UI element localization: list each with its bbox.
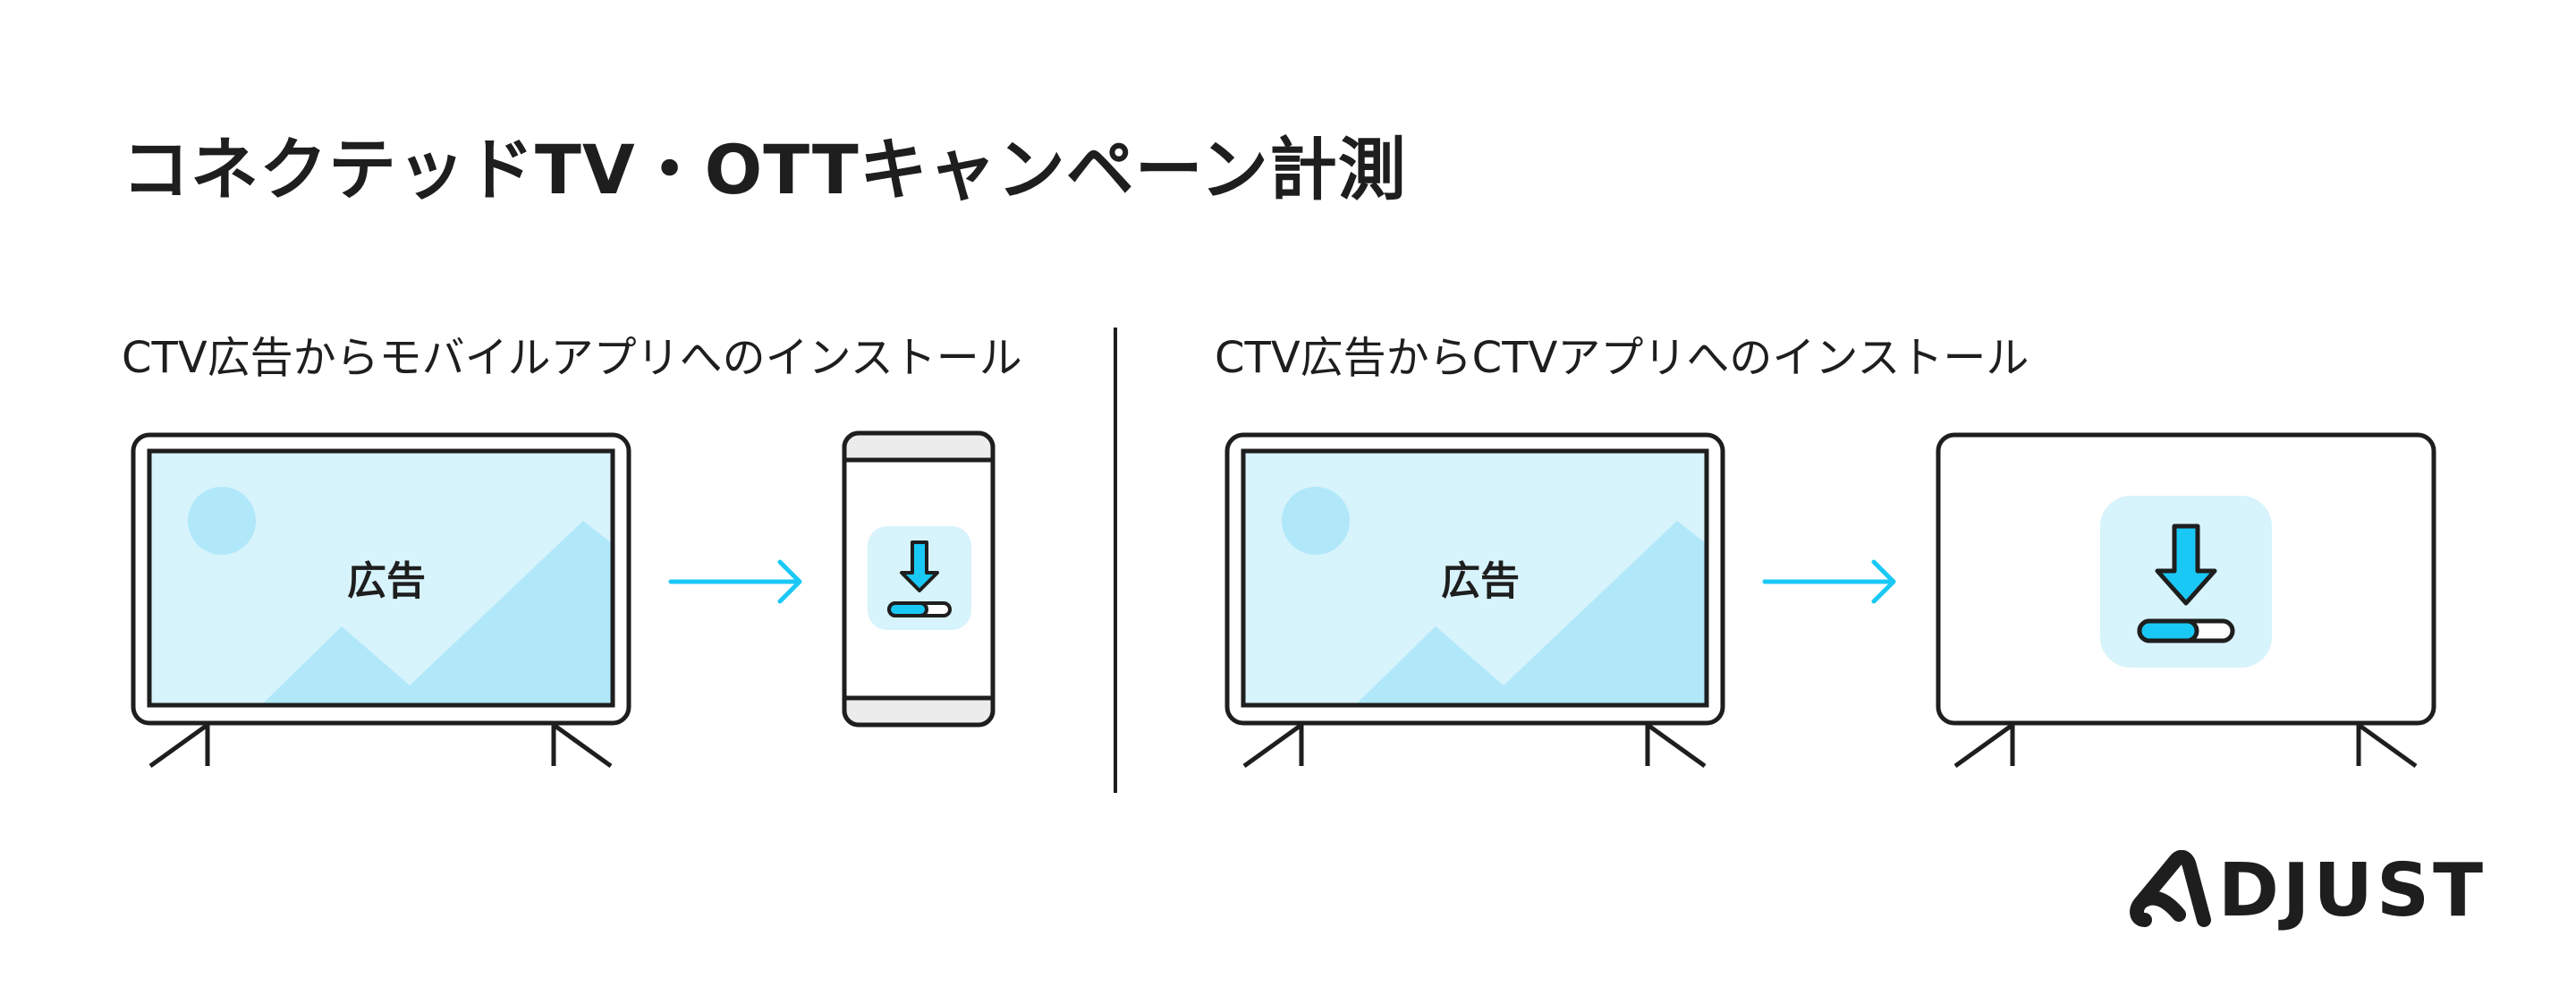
adjust-logo: DJUST — [2129, 850, 2487, 932]
left-section-label: CTV広告からモバイルアプリへのインストール — [122, 333, 1022, 383]
right-tv-ad-label: 広告 — [1441, 558, 1520, 604]
progress-bar-icon — [887, 601, 952, 617]
left-tv: 広告 — [131, 432, 631, 769]
left-tv-mountain-icon — [261, 521, 613, 705]
right-tv-mountain-icon — [1355, 521, 1707, 705]
arrow-right-icon — [668, 559, 802, 604]
left-tv-sun-icon — [188, 487, 256, 555]
section-divider — [1114, 328, 1117, 793]
ctv-display — [1936, 432, 2436, 769]
page-title: コネクテッドTV・OTTキャンペーン計測 — [122, 130, 1407, 209]
download-icon — [2155, 524, 2217, 606]
progress-bar-icon — [2137, 618, 2235, 643]
adjust-logo-icon — [2129, 850, 2211, 927]
logo-text: DJUST — [2217, 848, 2487, 933]
smartphone — [842, 430, 996, 728]
right-tv-sun-icon — [1282, 487, 1350, 555]
left-tv-ad-label: 広告 — [347, 558, 426, 604]
download-icon — [900, 541, 939, 592]
arrow-right-icon — [1762, 559, 1896, 604]
right-section-label: CTV広告からCTVアプリへのインストール — [1215, 333, 2029, 383]
right-tv: 広告 — [1224, 432, 1725, 769]
